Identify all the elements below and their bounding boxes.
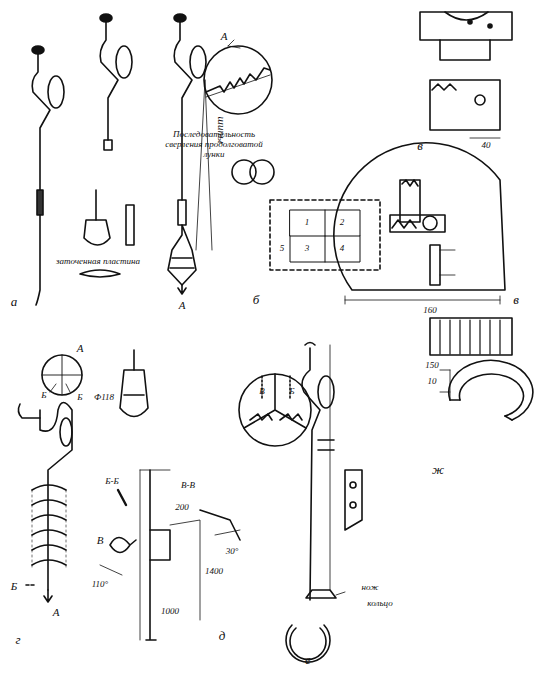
drawing-label: заточенная пластина [56, 257, 140, 267]
drawing-label: в [513, 293, 519, 307]
ring-auger [286, 343, 362, 663]
drawing-label: 150 [425, 361, 439, 371]
drawing-label: В [259, 387, 265, 397]
drawing-label: А [53, 606, 60, 618]
drawing-label: В-В [181, 481, 195, 491]
drawing-label: кольцо [367, 599, 392, 609]
cutter-circle [204, 40, 272, 114]
drawing-label: А [77, 342, 84, 354]
drawing-label: 30° [226, 547, 239, 557]
drawing-label: е [305, 653, 311, 667]
drawing-label: 1400 [205, 567, 223, 577]
drawing-label: б [253, 293, 260, 307]
drawing-label: Ф118 [94, 393, 114, 403]
drawing-label: 3 [305, 244, 310, 254]
hole-sequence [232, 160, 380, 270]
auger-a1 [32, 46, 64, 305]
drawing-label: Б [41, 391, 46, 401]
drawing-label: 4 [340, 244, 345, 254]
drawing-label: 1000 [161, 607, 179, 617]
drawing-label: 200 [175, 503, 189, 513]
drawing-label: 10 [428, 377, 437, 387]
drawing-label: а [11, 295, 18, 309]
drawing-label: ж [432, 463, 444, 477]
drawing-label: 110° [92, 580, 108, 590]
three-blade-circle [239, 374, 311, 446]
cutter-head [120, 350, 148, 417]
drawing-label: Б-Б [105, 477, 119, 487]
cup-cutter [420, 12, 512, 138]
drawing-label: Последовательность сверления продолговат… [154, 130, 274, 160]
drawing-label: 160 [423, 306, 437, 316]
drawing-label: Б [289, 387, 294, 397]
drawing-label: 40 [482, 141, 491, 151]
drawing-label: д [219, 629, 226, 643]
cutter-disk [334, 143, 505, 304]
auger-a2 [100, 14, 132, 150]
drawing-label: В [97, 534, 104, 546]
spiral-auger [18, 355, 136, 602]
drawing-label: нож [361, 583, 378, 593]
coil-ring [430, 318, 533, 420]
drawing-label: в [417, 139, 423, 153]
drawing-label: А [221, 30, 228, 42]
drawing-label: А [179, 299, 186, 311]
drawing-label: 2 [340, 218, 345, 228]
bar-auger [140, 470, 240, 640]
drawing-label: 5 [280, 244, 285, 254]
drawing-label: Б [77, 393, 82, 403]
drawing-label: г [15, 633, 20, 647]
drawing-label: Б [11, 580, 18, 592]
drawing-label: 1 [305, 218, 310, 228]
